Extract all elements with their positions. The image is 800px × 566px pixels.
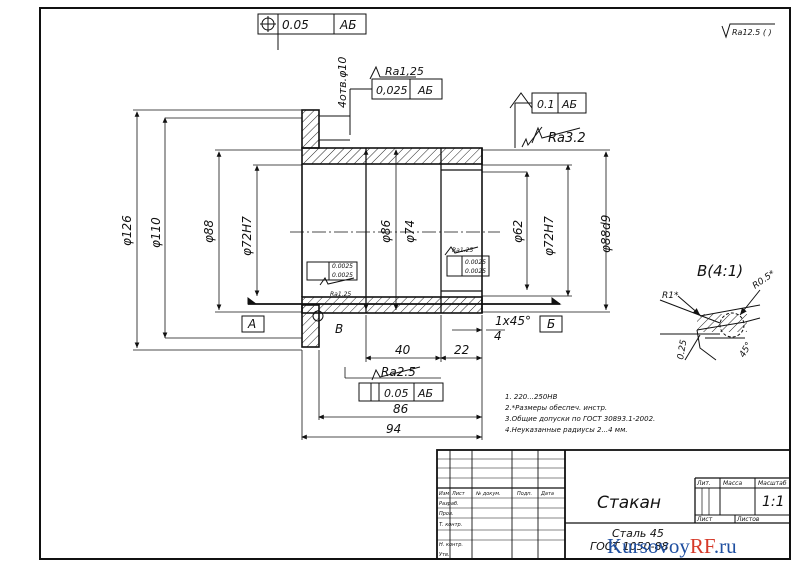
watermark-part2: RF (690, 534, 715, 558)
dim-d88d9: φ88d9 (599, 215, 613, 253)
dim-d72h7-left: φ72H7 (240, 216, 254, 256)
title-row-razrab: Разраб. (439, 501, 459, 507)
watermark: KursovoyRF.ru (607, 534, 737, 558)
watermark-part1: Kursovoy (607, 534, 690, 558)
sheet-border (39, 7, 791, 560)
title-material-2: ГОСТ 1050-88 (590, 540, 669, 553)
top-frame-value: 0.05 (282, 18, 309, 32)
title-row-prov: Пров. (439, 511, 454, 517)
small-frame-left-ra: Ra1.25 (330, 291, 351, 298)
dim-d88: φ88 (202, 219, 216, 243)
small-frame-left-b: 0.0025 (332, 272, 353, 279)
dim-22: 22 (454, 343, 469, 357)
detail-r05: R0.5* (751, 269, 778, 292)
title-row-tkontr: Т. контр. (439, 522, 462, 528)
note-1: 1. 220...250HB (505, 393, 558, 401)
datum-b-label: Б (547, 317, 555, 331)
dim-d86: φ86 (379, 219, 393, 243)
title-col-izm: Изм (439, 491, 449, 497)
general-roughness: Ra12.5 ( ) (732, 28, 772, 37)
small-frame-left-a: 0.0025 (332, 263, 353, 270)
dim-4: 4 (494, 329, 502, 343)
roughness-bottom: Ra2.5 (381, 365, 416, 379)
title-material-1: Сталь 45 (612, 527, 664, 540)
title-col-date: Дата (540, 491, 554, 497)
title-col-sign: Подп. (517, 491, 532, 497)
small-frame-right-a: 0.0025 (465, 259, 486, 266)
roughness-right: Ra3.2 (548, 131, 586, 146)
title-row-nkontr: Н. контр. (439, 542, 463, 548)
detail-view-b (659, 289, 761, 361)
title-row-utv: Утв. (439, 552, 450, 558)
dim-d126: φ126 (120, 215, 134, 246)
detail-d025: 0.25 (676, 339, 689, 361)
dim-d62: φ62 (511, 220, 525, 243)
holes-callout: 4отв.φ10 (336, 57, 349, 108)
detail-r1: R1* (662, 291, 679, 301)
title-scale: 1:1 (762, 494, 785, 510)
dim-86: 86 (393, 402, 409, 416)
title-col-scale: Масштаб (758, 480, 787, 487)
top-frame-datum: АБ (339, 18, 356, 32)
dim-94: 94 (386, 422, 401, 436)
title-sheet: Лист (696, 516, 713, 523)
runout-flange-value: 0,025 (376, 84, 408, 97)
title-part-name: Стакан (597, 493, 661, 513)
dim-40: 40 (395, 343, 411, 357)
datum-a-label: А (247, 317, 256, 331)
title-col-doc: № докум. (475, 491, 501, 497)
roughness-flange: Ra1,25 (385, 65, 424, 78)
note-4: 4.Неуказанные радиусы 2...4 мм. (505, 426, 628, 434)
title-col-mass: Масса (723, 480, 742, 487)
dim-d72h7-right: φ72H7 (542, 216, 556, 256)
title-sheets: Листов (736, 516, 760, 523)
dim-d74: φ74 (403, 220, 417, 243)
dim-d110: φ110 (149, 217, 163, 248)
small-frame-right-b: 0.0025 (465, 268, 486, 275)
length-dim-lines (301, 315, 505, 440)
small-frame-right-ra: Ra1.25 (452, 247, 473, 254)
runout-right-value: 0.1 (537, 98, 555, 111)
runout-flange-datum: АБ (417, 84, 433, 97)
watermark-part3: .ru (714, 534, 737, 558)
note-2: 2.*Размеры обеспеч. инстр. (505, 404, 607, 412)
detail-a45: 45° (738, 341, 755, 360)
title-block (436, 449, 791, 560)
title-col-lit: Лит. (696, 480, 711, 487)
diameter-dim-lines (133, 109, 610, 351)
view-ref-label: В (335, 322, 343, 336)
annotation-text: 0.05 АБ 4отв.φ10 Ra1,25 0,025 АБ 0.1 АБ … (120, 18, 787, 558)
bottom-frame-value: 0.05 (384, 387, 409, 400)
runout-right-datum: АБ (561, 98, 577, 111)
chamfer-label: 1x45° (495, 314, 531, 328)
bottom-frame-datum: АБ (417, 387, 433, 400)
detail-view-title: В(4:1) (697, 262, 743, 280)
tolerance-frames (241, 13, 775, 402)
note-3: 3.Общие допуски по ГОСТ 30893.1-2002. (505, 415, 655, 423)
title-col-list: Лист (451, 491, 466, 497)
